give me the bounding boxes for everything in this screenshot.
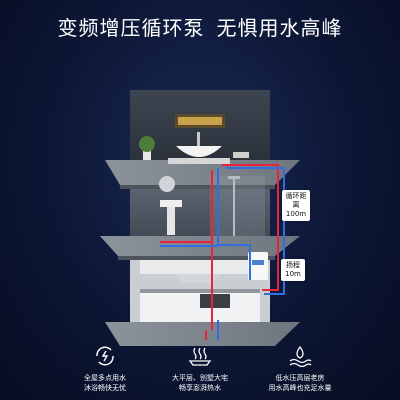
- basin-faucet: [197, 132, 200, 146]
- feature-line-2: 畅享澎湃热水: [179, 384, 221, 392]
- tag-label: 扬程: [286, 261, 300, 269]
- wash-basin: [176, 146, 222, 157]
- niche-light: [178, 117, 222, 125]
- cold-water-pipe: [217, 168, 251, 280]
- steam-bath-icon: [188, 347, 212, 366]
- feature-line-1: 全屋多点用水: [84, 374, 126, 382]
- oven: [200, 294, 230, 308]
- range-hood: [175, 274, 220, 283]
- feature-line-2: 用水高峰也充足水量: [268, 384, 332, 392]
- kitchen-countertop: [140, 289, 260, 293]
- pedestal-sink-stand: [167, 207, 175, 235]
- vanity-counter: [168, 158, 230, 164]
- feature-line-1: 大平层、别墅大宅: [172, 374, 228, 382]
- cold-water-pipe-right: [226, 167, 285, 295]
- headline: 变频增压循环泵无惧用水高峰: [0, 12, 400, 41]
- feature-line-2: 沐浴畅快无忧: [84, 384, 126, 392]
- headline-part-1: 变频增压循环泵: [57, 16, 205, 40]
- water-heater-display: [252, 260, 264, 265]
- round-mirror: [159, 176, 175, 192]
- tag-value: 100m: [285, 210, 307, 218]
- feature-large-home: 大平层、别墅大宅 畅享澎湃热水: [140, 345, 260, 393]
- shower-head: [228, 176, 240, 179]
- upper-floor-slab: [105, 160, 300, 185]
- feature-multi-point: 全屋多点用水 沐浴畅快无忧: [45, 345, 165, 393]
- pump-head-tag: 扬程 10m: [281, 259, 305, 281]
- shower-pole: [233, 176, 235, 236]
- plant-pot: [143, 150, 151, 160]
- feature-low-pressure: 低水压高层老房 用水高峰也充足水量: [240, 345, 360, 393]
- instant-hot-water-icon: [96, 346, 114, 366]
- upper-cabinets: [140, 260, 260, 274]
- shower-glass: [210, 176, 265, 238]
- tag-value: 10m: [285, 270, 301, 278]
- tag-label: 循环距离: [285, 192, 307, 209]
- headline-part-2: 无惧用水高峰: [216, 16, 343, 40]
- ground-floor-slab: [105, 322, 300, 346]
- plant-leaves: [139, 136, 155, 152]
- circulation-distance-tag: 循环距离 100m: [282, 190, 310, 221]
- hot-water-pipe-right: [222, 164, 279, 291]
- feature-line-1: 低水压高层老房: [275, 374, 325, 382]
- water-heater: [248, 252, 268, 280]
- low-pressure-water-icon: [289, 345, 312, 367]
- middle-back-wall: [130, 189, 270, 244]
- tray: [233, 152, 249, 158]
- pedestal-sink-basin: [160, 200, 182, 207]
